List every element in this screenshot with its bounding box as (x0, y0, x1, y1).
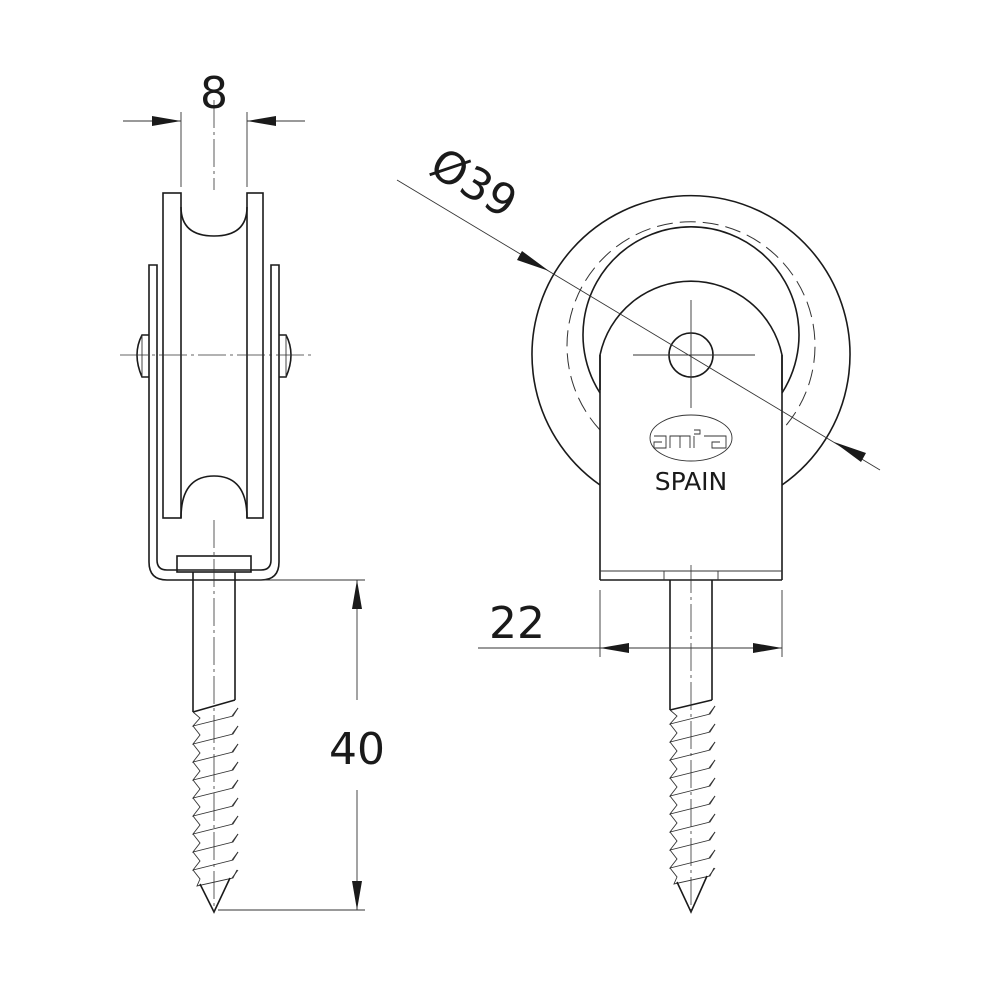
origin-label: SPAIN (655, 467, 728, 496)
groove-bottom-arc (180, 475, 248, 519)
wheel-left-rim (162, 192, 182, 519)
front-view: amig SPAIN (531, 194, 851, 914)
wheel-right-rim (246, 192, 264, 519)
side-view (120, 100, 313, 914)
bracket-u (148, 264, 280, 581)
dim-label-screw-length: 40 (329, 724, 385, 775)
arrow-up-icon (352, 580, 362, 609)
dimension-screw-length: 40 (218, 579, 385, 911)
arrow-right-icon (152, 116, 181, 126)
dimension-groove-width: 8 (123, 68, 305, 187)
arrow-down-right-icon (517, 251, 549, 271)
amig-logo-icon: amig (649, 414, 733, 462)
dim-label-wheel-diameter: Ø39 (421, 138, 525, 228)
wheel-outer-circle (531, 194, 851, 486)
diameter-leader (396, 179, 881, 471)
arrow-left-icon (247, 116, 276, 126)
logo-text: amig (690, 444, 693, 446)
groove-top-arc (180, 206, 248, 237)
shank-end (192, 699, 236, 713)
bracket-outer-arc (582, 226, 800, 394)
arrow-up-left-icon (834, 442, 866, 462)
rivet-left (136, 334, 149, 378)
dim-label-bracket-width: 22 (489, 598, 545, 649)
screw-tip (199, 877, 231, 914)
arrow-down-icon (352, 881, 362, 910)
arrow-right-icon (753, 643, 782, 653)
screw-threads-right (668, 705, 716, 885)
dimension-bracket-width: 22 (478, 590, 783, 657)
screw-tip (676, 875, 708, 914)
bracket-top (599, 280, 783, 390)
dim-label-groove-width: 8 (200, 68, 228, 119)
rivet-right (279, 334, 292, 378)
arrow-left-icon (600, 643, 629, 653)
groove-hidden-circle (566, 221, 816, 431)
screw-threads-left (191, 707, 239, 887)
